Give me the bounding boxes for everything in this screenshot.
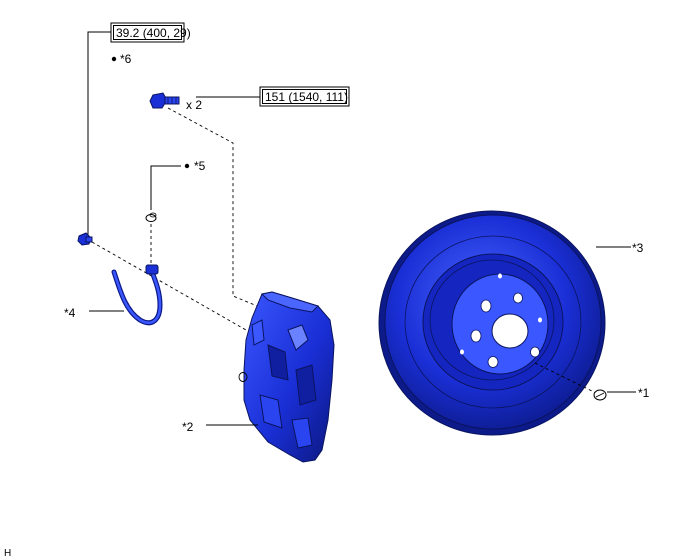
callout-label-2: *2 [182, 420, 194, 434]
caliper-bolt [149, 92, 180, 109]
callout-label-3: *3 [632, 241, 644, 255]
corner-marker: H [4, 548, 11, 559]
flexible-hose [111, 264, 163, 326]
callout-label-5: *5 [194, 159, 206, 173]
leader-clip [150, 165, 181, 210]
callout-label-1: *1 [638, 386, 650, 400]
brake-hose-clip [145, 212, 157, 222]
callout-dot-6 [111, 56, 117, 62]
leader-torque-bleeder [87, 31, 111, 235]
torque-spec-text-bolt: 151 (1540, 111) [265, 90, 348, 104]
callout-label-6: *6 [120, 52, 132, 66]
bolt-alignment-line [167, 107, 263, 309]
brake-caliper [238, 291, 335, 463]
torque-spec-text-bleeder: 39.2 (400, 29) [116, 26, 191, 40]
callout-dot-5 [184, 163, 190, 169]
torque-spec-box-bleeder: 39.2 (400, 29) [110, 22, 191, 43]
disc-set-screw [593, 389, 607, 401]
bleeder-alignment-line [91, 241, 247, 331]
bleeder-plug [77, 232, 93, 246]
set-screw-alignment-line [534, 362, 597, 394]
torque-spec-box-bolt: 151 (1540, 111) [259, 86, 350, 107]
brake-disc-rotor [378, 210, 606, 436]
bolt-quantity-label: x 2 [186, 98, 202, 112]
callout-label-4: *4 [64, 306, 76, 320]
